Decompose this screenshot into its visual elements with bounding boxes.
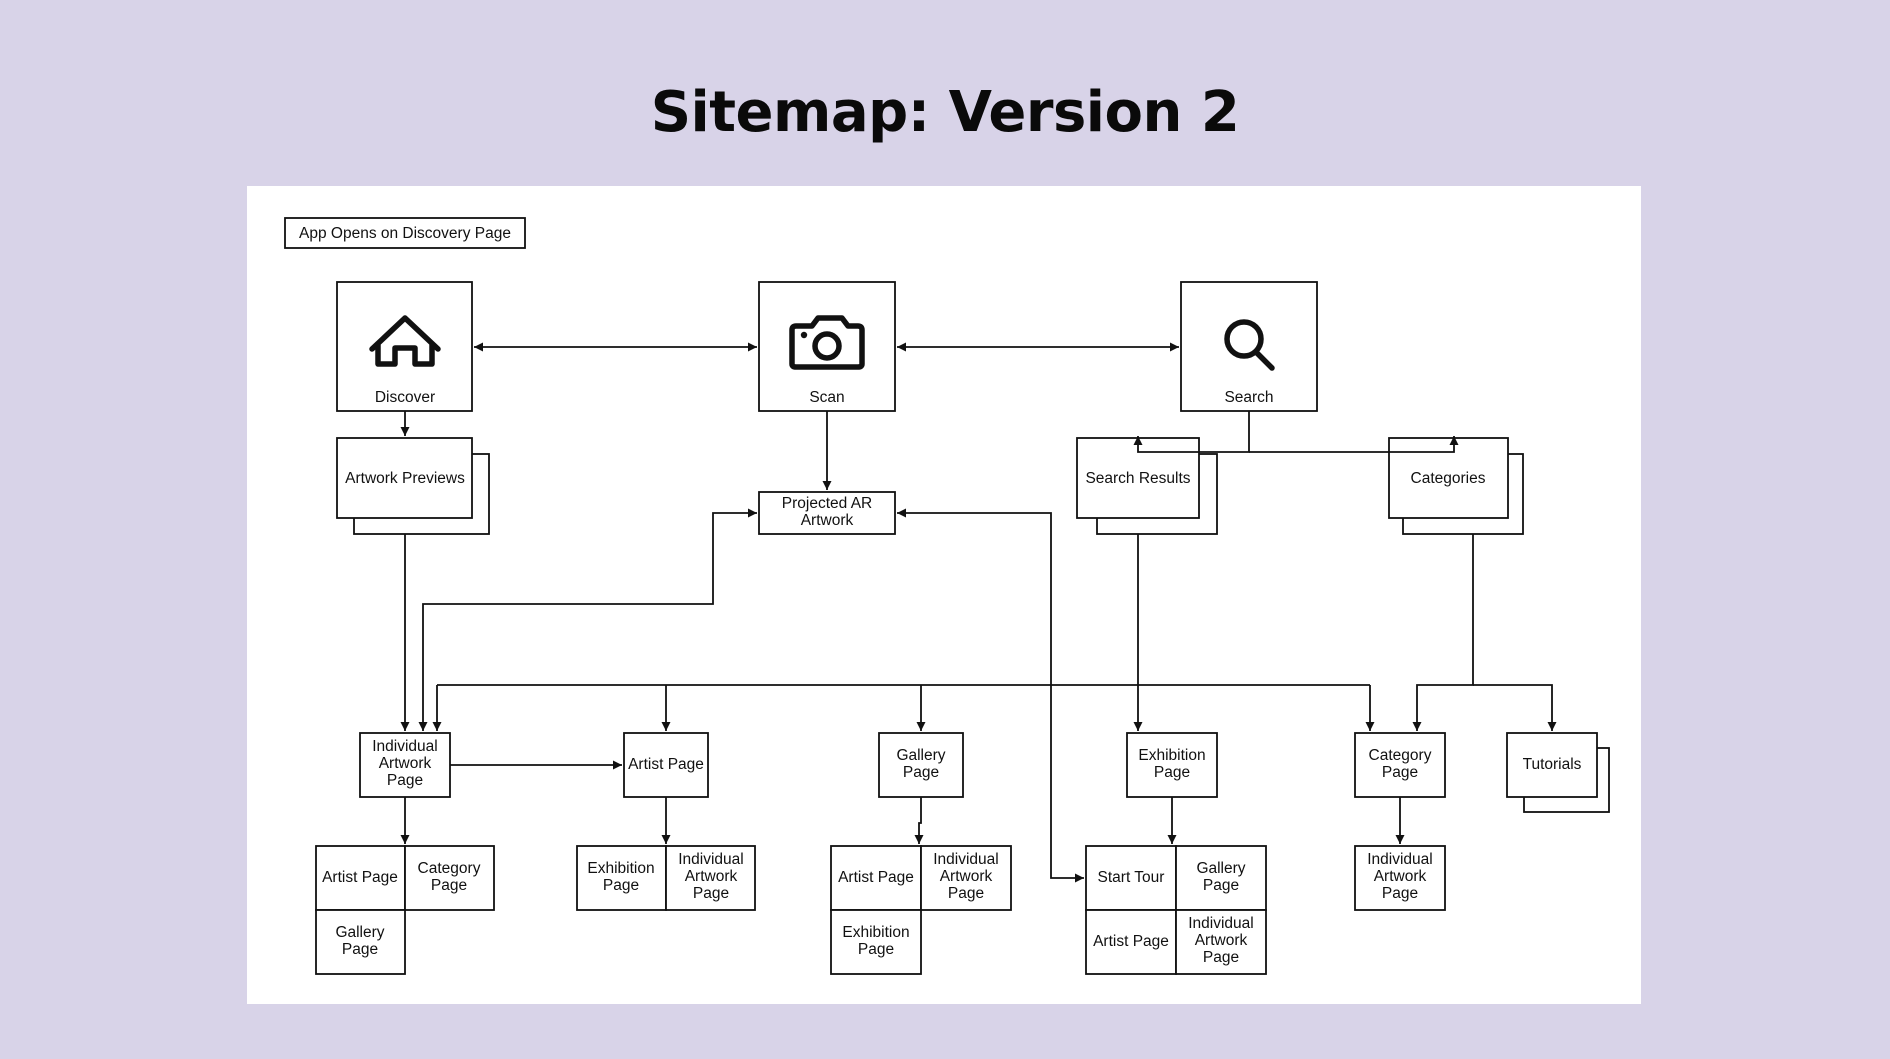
individual-artwork-label-3: Page xyxy=(387,772,423,789)
node-individual-artwork[interactable]: Individual Artwork Page xyxy=(359,732,451,798)
artwork-previews-label: Artwork Previews xyxy=(345,470,465,487)
exhibition-subpages: Start Tour Gallery Page Artist Page Indi… xyxy=(1085,845,1267,975)
gallery-page-label-2: Page xyxy=(903,764,939,781)
sub-individual-artwork-label-3: Page xyxy=(693,885,729,902)
sub-artist-page[interactable]: Artist Page xyxy=(315,845,406,911)
sub-individual-artwork-label-1: Individual xyxy=(678,851,744,868)
sub-exhibition-page[interactable]: Exhibition Page xyxy=(830,909,922,975)
sub-individual-artwork-page[interactable]: Individual Artwork Page xyxy=(1354,845,1446,911)
nav-search[interactable]: Search xyxy=(1180,281,1318,412)
sub-artist-page[interactable]: Artist Page xyxy=(1085,909,1177,975)
category-subpages: Individual Artwork Page xyxy=(1354,845,1446,911)
sub-gallery-page[interactable]: Gallery Page xyxy=(315,909,406,975)
sub-exhibition-page-label-2: Page xyxy=(858,941,894,958)
sub-individual-artwork-page[interactable]: Individual Artwork Page xyxy=(1175,909,1267,975)
gallery-page-label-1: Gallery xyxy=(896,747,945,764)
category-page-label-1: Category xyxy=(1369,747,1432,764)
nav-scan-label: Scan xyxy=(809,389,844,406)
node-projected-ar[interactable]: Projected AR Artwork xyxy=(758,491,896,535)
sub-start-tour[interactable]: Start Tour xyxy=(1085,845,1177,911)
nav-discover[interactable]: Discover xyxy=(336,281,473,412)
sub-individual-artwork-page[interactable]: Individual Artwork Page xyxy=(920,845,1012,911)
artist-subpages: Exhibition Page Individual Artwork Page xyxy=(576,845,756,911)
magnifier-icon xyxy=(1224,319,1275,371)
start-note: App Opens on Discovery Page xyxy=(284,217,526,249)
sub-gallery-page-label-2: Page xyxy=(1203,877,1239,894)
search-results-label: Search Results xyxy=(1085,470,1190,487)
categories-label: Categories xyxy=(1411,470,1486,487)
sub-exhibition-page-label-1: Exhibition xyxy=(587,860,654,877)
sub-exhibition-page[interactable]: Exhibition Page xyxy=(576,845,667,911)
projected-ar-label-2: Artwork xyxy=(801,512,854,529)
sub-gallery-page-label-1: Gallery xyxy=(335,924,384,941)
sub-category-page-label-2: Page xyxy=(431,877,467,894)
artwork-subpages: Artist Page Category Page Gallery Page xyxy=(315,845,495,975)
sub-individual-artwork-label-2: Artwork xyxy=(1195,932,1248,949)
node-gallery-page[interactable]: Gallery Page xyxy=(878,732,964,798)
sitemap-panel: App Opens on Discovery Page Discover Sca… xyxy=(247,186,1641,1004)
sub-individual-artwork-label-2: Artwork xyxy=(685,868,738,885)
individual-artwork-label-2: Artwork xyxy=(379,755,432,772)
sub-individual-artwork-label-2: Artwork xyxy=(940,868,993,885)
sub-individual-artwork-label-1: Individual xyxy=(1367,851,1433,868)
category-page-label-2: Page xyxy=(1382,764,1418,781)
artist-page-label: Artist Page xyxy=(628,756,704,773)
tutorials-label: Tutorials xyxy=(1523,756,1582,773)
individual-artwork-label-1: Individual xyxy=(372,738,438,755)
sub-artist-page-label: Artist Page xyxy=(1093,933,1169,950)
nav-search-label: Search xyxy=(1224,389,1273,406)
gallery-subpages: Artist Page Individual Artwork Page Exhi… xyxy=(830,845,1012,975)
camera-icon xyxy=(789,315,865,370)
sub-individual-artwork-label-3: Page xyxy=(1382,885,1418,902)
sub-category-page[interactable]: Category Page xyxy=(404,845,495,911)
sub-individual-artwork-label-3: Page xyxy=(948,885,984,902)
home-icon xyxy=(369,315,441,367)
sub-individual-artwork-label-1: Individual xyxy=(1188,915,1254,932)
sub-start-tour-label: Start Tour xyxy=(1098,869,1165,886)
sub-individual-artwork-label-1: Individual xyxy=(933,851,999,868)
projected-ar-label-1: Projected AR xyxy=(782,495,872,512)
node-search-results[interactable]: Search Results xyxy=(1076,437,1218,535)
sub-category-page-label-1: Category xyxy=(418,860,481,877)
page-title: Sitemap: Version 2 xyxy=(650,80,1240,145)
exhibition-page-label-1: Exhibition xyxy=(1138,747,1205,764)
sub-artist-page-label: Artist Page xyxy=(838,869,914,886)
sub-individual-artwork-page[interactable]: Individual Artwork Page xyxy=(665,845,756,911)
sub-artist-page-label: Artist Page xyxy=(322,869,398,886)
sub-gallery-page-label-1: Gallery xyxy=(1196,860,1245,877)
node-artist-page[interactable]: Artist Page xyxy=(623,732,709,798)
sub-gallery-page[interactable]: Gallery Page xyxy=(1175,845,1267,911)
exhibition-page-label-2: Page xyxy=(1154,764,1190,781)
nav-scan[interactable]: Scan xyxy=(758,281,896,412)
node-tutorials[interactable]: Tutorials xyxy=(1506,732,1610,813)
sub-individual-artwork-label-3: Page xyxy=(1203,949,1239,966)
sub-artist-page[interactable]: Artist Page xyxy=(830,845,922,911)
sitemap-diagram: App Opens on Discovery Page Discover Sca… xyxy=(284,217,1610,975)
node-category-page[interactable]: Category Page xyxy=(1354,732,1446,798)
node-exhibition-page[interactable]: Exhibition Page xyxy=(1126,732,1218,798)
sub-gallery-page-label-2: Page xyxy=(342,941,378,958)
nav-discover-label: Discover xyxy=(375,389,435,406)
node-artwork-previews[interactable]: Artwork Previews xyxy=(336,437,490,535)
connectors xyxy=(400,411,1557,883)
sub-exhibition-page-label-1: Exhibition xyxy=(842,924,909,941)
sub-individual-artwork-label-2: Artwork xyxy=(1374,868,1427,885)
svg-text:App Opens on Discovery Page: App Opens on Discovery Page xyxy=(299,225,511,242)
sub-exhibition-page-label-2: Page xyxy=(603,877,639,894)
